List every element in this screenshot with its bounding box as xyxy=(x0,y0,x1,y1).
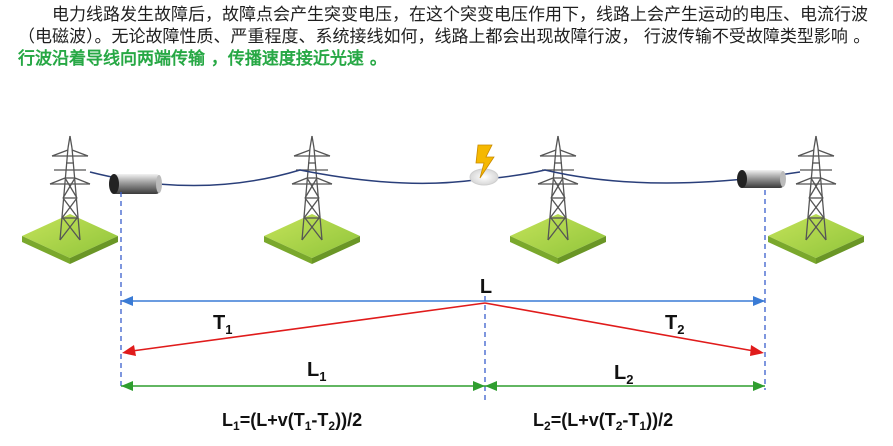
transmission-tower-icon xyxy=(767,135,865,265)
t2-label: T2 xyxy=(665,312,684,337)
transmission-tower-icon xyxy=(263,135,361,265)
paragraph-normal-text: 电力线路发生故障后，故障点会产生突变电压，在这个突变电压作用下，线路上会产生运动… xyxy=(18,5,871,47)
l1-arrow xyxy=(121,381,485,391)
lightning-fault-icon xyxy=(469,144,499,186)
transmission-tower-icon xyxy=(509,135,607,265)
paragraph-highlight-text: 行波沿着导线向两端传输 ，传播速度接近光速 。 xyxy=(18,49,387,69)
total-length-arrow xyxy=(121,296,765,306)
l2-label: L2 xyxy=(614,362,633,387)
traveling-wave-sensor-icon xyxy=(109,174,162,194)
transmission-tower-icon xyxy=(21,135,119,265)
wave-arrow-right xyxy=(484,302,764,356)
power-line xyxy=(89,169,801,187)
l1-label: L1 xyxy=(307,359,326,384)
description-paragraph: 电力线路发生故障后，故障点会产生突变电压，在这个突变电压作用下，线路上会产生运动… xyxy=(18,4,878,70)
formula-left: L1=(L+v(T1-T2))/2 xyxy=(222,410,362,433)
t1-label: T1 xyxy=(213,312,232,337)
total-length-label: L xyxy=(480,276,492,298)
traveling-wave-sensor-icon xyxy=(737,170,786,188)
wave-arrow-left xyxy=(122,302,486,356)
dashed-guides xyxy=(120,190,766,400)
formula-right: L2=(L+v(T2-T1))/2 xyxy=(533,410,673,433)
l2-arrow xyxy=(485,381,765,391)
